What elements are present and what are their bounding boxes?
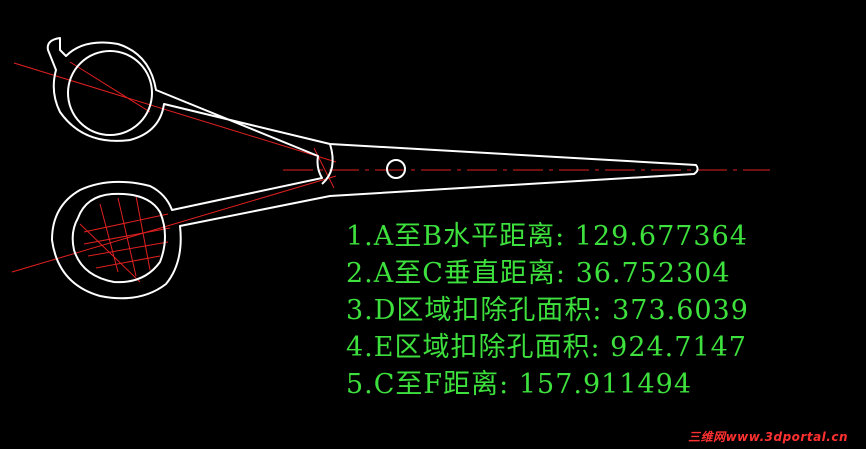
result-line: 1.A至B水平距离: 129.677364 xyxy=(346,221,748,252)
watermark: 三维网www.3dportal.cn xyxy=(688,430,848,444)
hatch-line xyxy=(135,195,151,271)
centerlines xyxy=(11,61,770,283)
result-line: 3.D区域扣除孔面积: 373.6039 xyxy=(346,295,749,326)
hatch-line xyxy=(99,203,119,273)
hatch-line xyxy=(95,255,161,269)
upper-ring-diagonal xyxy=(69,61,151,113)
upper-ring-hole xyxy=(67,50,153,136)
lower-blade-centerline xyxy=(11,175,337,273)
hatch-line xyxy=(87,241,169,257)
scissors-body xyxy=(46,37,699,300)
blade-join-curve xyxy=(321,143,334,185)
lower-ring-hole xyxy=(71,192,166,284)
hatch-line xyxy=(83,213,169,233)
upper-blade-centerline xyxy=(13,62,337,163)
result-line: 2.A至C垂直距离: 36.752304 xyxy=(346,258,731,289)
hatch-line xyxy=(117,197,137,277)
scissors-outline xyxy=(46,37,699,300)
result-line: 4.E区域扣除孔面积: 924.7147 xyxy=(346,332,747,363)
result-line: 5.C至F距离: 157.911494 xyxy=(346,369,693,400)
pivot-hole xyxy=(386,159,406,179)
hatch-line xyxy=(79,223,141,283)
measurement-results: 1.A至B水平距离: 129.677364 2.A至C垂直距离: 36.7523… xyxy=(346,218,749,403)
